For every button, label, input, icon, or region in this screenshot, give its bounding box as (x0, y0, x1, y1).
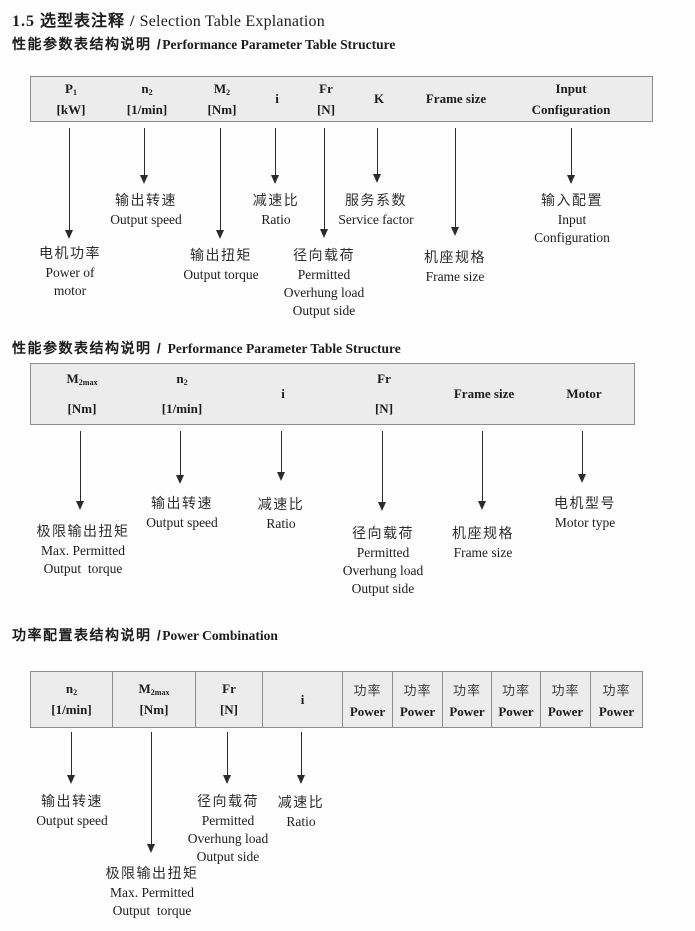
arrow-down-icon (67, 732, 76, 784)
arrow-down-icon (451, 128, 460, 236)
arrow-down-icon (65, 128, 74, 239)
column-header-p1: P1[kW] (56, 80, 86, 117)
section1-table-header: P1[kW] n2[1/min] M2[Nm] i Fr[N] K Frame … (30, 76, 653, 122)
column-header-m2: M2[Nm] (207, 80, 237, 117)
arrow-down-icon (271, 128, 280, 184)
column-header-m2max: M2max[Nm] (113, 672, 196, 727)
column-header-n2: n2[1/min] (31, 672, 113, 727)
section3-heading: 功率配置表结构说明 /Power Combination (12, 627, 278, 643)
section1-heading: 性能参数表结构说明 /Performance Parameter Table S… (12, 36, 396, 52)
arrow-down-icon (277, 431, 286, 481)
column-header-m2max: M2max[Nm] (66, 371, 98, 416)
column-header-i: i (281, 386, 285, 401)
section2-table-header: M2max[Nm] n2[1/min] i Fr[N] Frame size M… (30, 363, 635, 425)
arrow-down-icon (578, 431, 587, 483)
arrow-down-icon (176, 431, 185, 484)
arrow-down-icon (373, 128, 382, 183)
column-header-k: K (373, 91, 385, 106)
column-header-frame-size: Frame size (453, 386, 515, 401)
arrow-down-icon (320, 128, 329, 238)
arrow-down-icon (378, 431, 387, 511)
arrow-down-icon (76, 431, 85, 510)
page-title: 1.5 选型表注释 / Selection Table Explanation (12, 7, 325, 31)
column-header-fr: Fr[N] (316, 80, 336, 117)
arrow-down-icon (147, 732, 156, 853)
page-title-zh: 1.5 选型表注释 / (12, 13, 136, 30)
column-header-n2: n2[1/min] (126, 80, 168, 117)
arrow-down-icon (140, 128, 149, 184)
column-header-fr: Fr[N] (196, 672, 263, 727)
arrow-down-icon (478, 431, 487, 510)
page-title-en: Selection Table Explanation (135, 13, 325, 30)
column-header-frame-size: Frame size (425, 91, 487, 106)
arrow-down-icon (567, 128, 576, 184)
column-header-motor: Motor (566, 386, 602, 401)
arrow-down-icon (297, 732, 306, 784)
arrow-down-icon (216, 128, 225, 239)
column-header-n2: n2[1/min] (161, 371, 203, 416)
section2-heading: 性能参数表结构说明 / Performance Parameter Table … (12, 340, 401, 356)
arrow-down-icon (223, 732, 232, 784)
column-header-i: i (275, 91, 279, 106)
column-header-i: i (263, 672, 343, 727)
column-header-fr: Fr[N] (374, 371, 394, 416)
